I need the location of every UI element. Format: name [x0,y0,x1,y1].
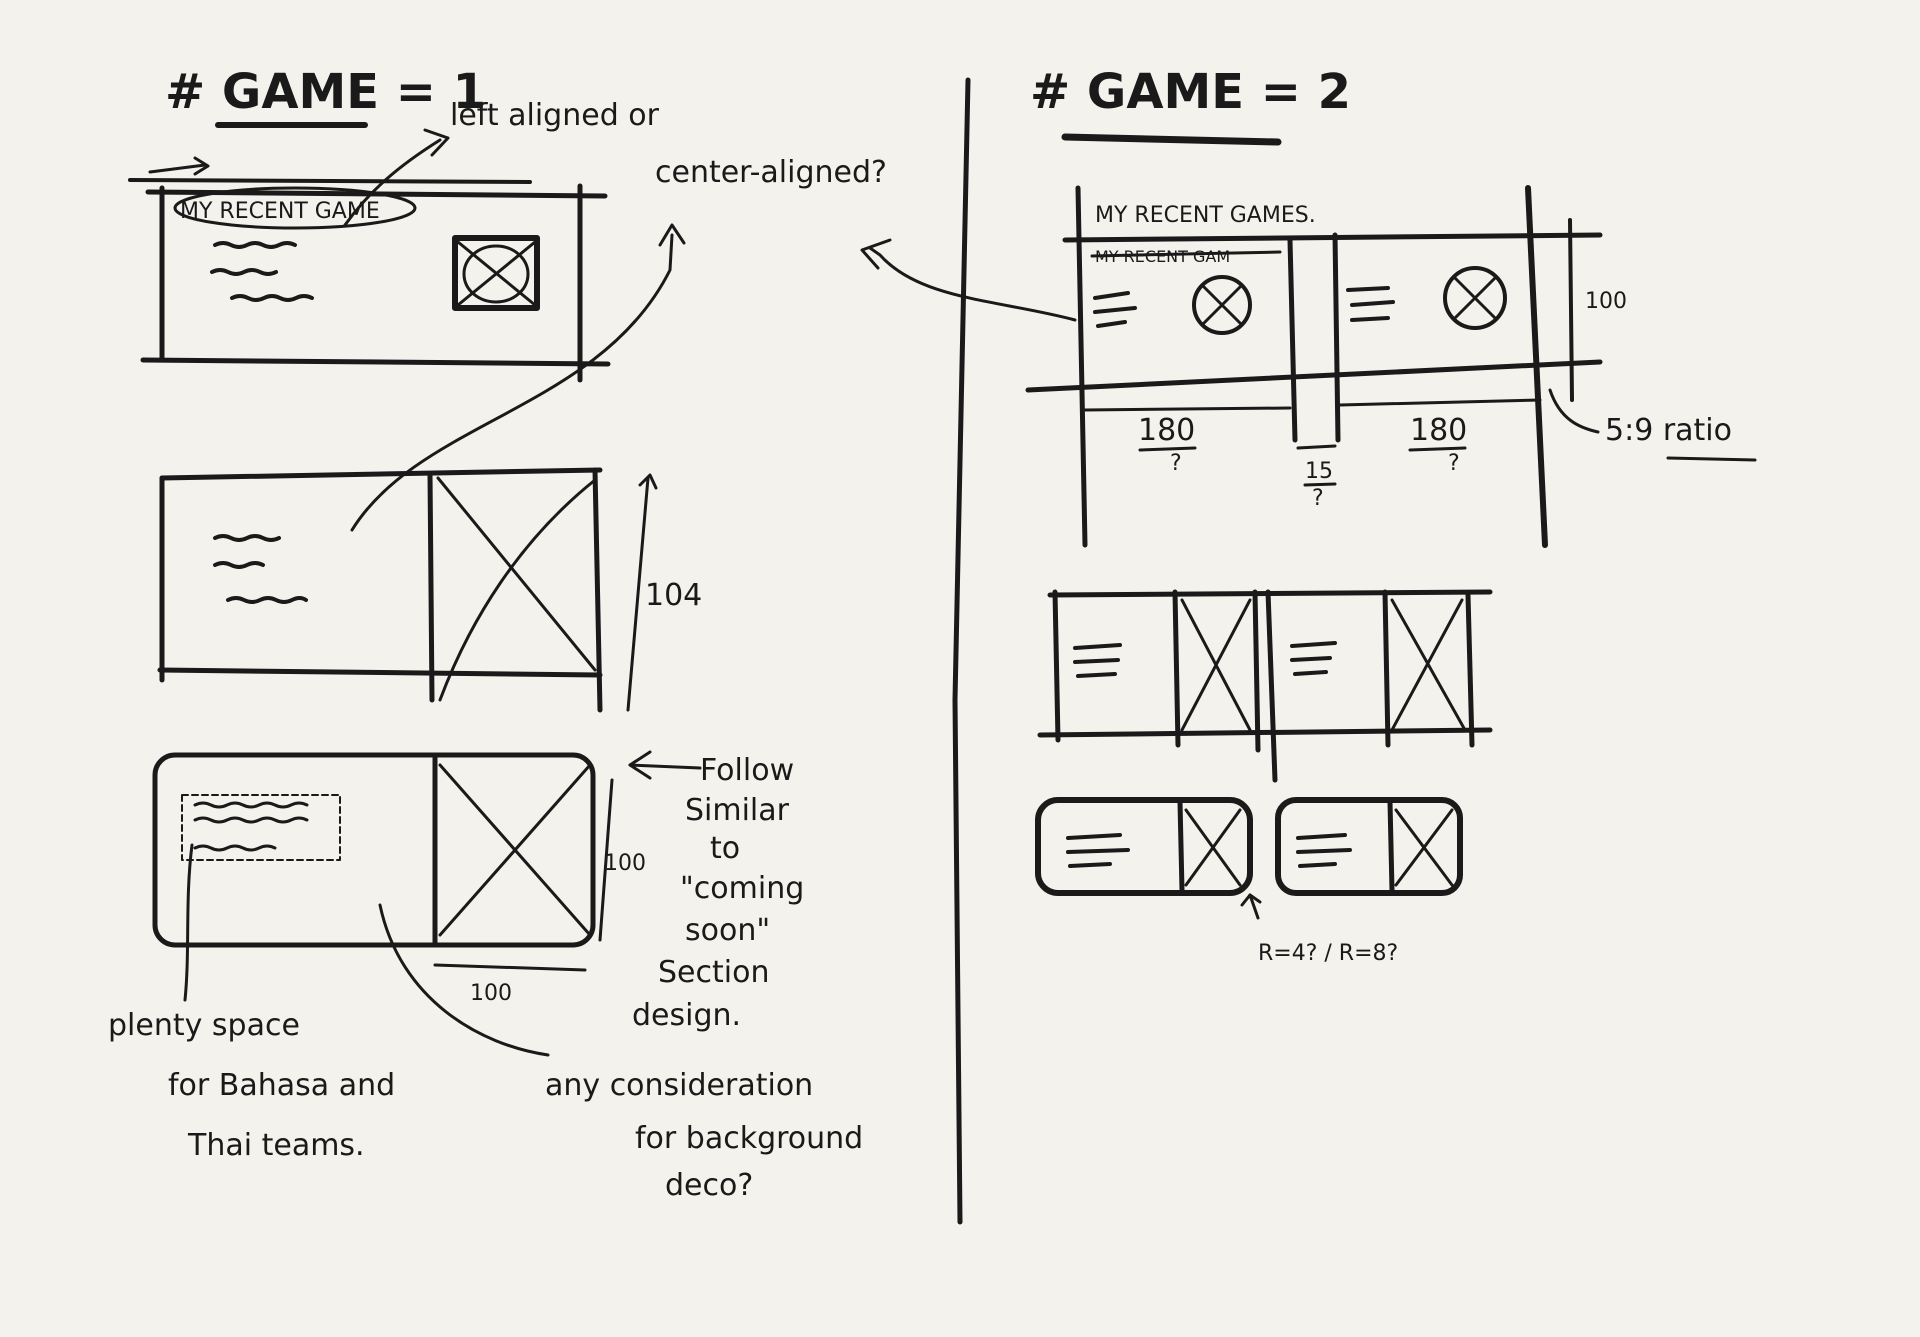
note-any-3: deco? [665,1168,753,1203]
image-placeholder-icon [1192,275,1252,335]
heading-game-2: # GAME = 2 [1030,64,1351,120]
card2-strike-label: MY RECENT GAM [1095,247,1230,266]
card1-title-label: MY RECENT GAME [180,199,380,224]
dim-line-104 [626,476,650,712]
dim-line-180-a [1083,406,1292,412]
game2-card-sketch-3 [1035,797,1463,896]
game1-card-sketch-2 [157,467,603,713]
dim-line-180-b [1338,398,1542,407]
note-center-aligned: center-aligned? [655,155,887,190]
game2-card-sketch-1: MY RECENT GAMES. MY RECENT GAM [1025,185,1603,548]
title-highlight-ellipse [173,186,417,230]
dim-15-q: ? [1312,486,1324,511]
note-follow-7: design. [632,998,741,1033]
dim-line-100-a [598,778,614,942]
dim-line-15 [1296,444,1337,450]
dim-104: 104 [645,578,702,613]
dim-100-w: 100 [470,981,512,1006]
text-area-dashed [181,794,341,861]
note-any-2: for background [635,1121,863,1156]
dim-100-b: 100 [1585,289,1627,314]
note-plenty-1: plenty space [108,1008,300,1043]
image-placeholder-icon [452,235,540,311]
dim-line-100-w [433,963,587,972]
note-follow-2: Similar [685,793,790,828]
card2-title-label: MY RECENT GAMES. [1095,203,1316,228]
heading-game-1: # GAME = 1 [165,64,486,120]
dim-180-b: 180 [1410,413,1467,448]
note-plenty-3: Thai teams. [187,1128,365,1163]
note-follow-1: Follow [700,753,794,788]
game2-card-sketch-2 [1037,589,1493,783]
dim-15: 15 [1305,459,1333,484]
dim-100-a: 100 [604,851,646,876]
note-any-1: any consideration [545,1068,813,1103]
center-divider [952,77,971,1225]
note-follow-5: soon" [685,913,770,948]
note-follow-3: to [710,831,740,866]
heading-game-2-underline [1061,133,1282,146]
game1-card-sketch-1: MY RECENT GAME [128,156,611,383]
note-follow-4: "coming [680,871,804,906]
dim-180-a: 180 [1138,413,1195,448]
dim-180-a-q: ? [1170,451,1182,476]
image-placeholder-icon-2 [1443,266,1507,330]
note-ratio: 5:9 ratio [1605,413,1732,448]
note-follow-6: Section [658,955,769,990]
note-left-aligned: left aligned or [450,98,660,133]
note-radius: R=4? / R=8? [1258,941,1398,966]
game1-card-sketch-3 [152,752,596,948]
dim-180-b-q: ? [1448,451,1460,476]
note-plenty-2: for Bahasa and [168,1068,395,1103]
